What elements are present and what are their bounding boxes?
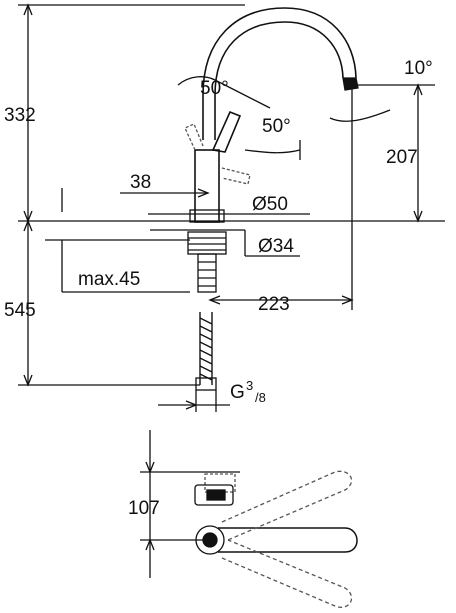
flexible-hose: [199, 312, 213, 385]
dim-base-diameter: Ø50: [252, 194, 288, 215]
faucet-base: [189, 209, 225, 223]
spout-outer: [202, 7, 357, 140]
arrow-deck-down: [23, 219, 33, 232]
spout-tip: [342, 77, 359, 91]
thread-arrow-left: [185, 400, 198, 410]
dim-plan-offset: 107: [128, 498, 160, 519]
dim-hole-diameter: Ø34: [258, 236, 294, 257]
lever-position-right: [221, 167, 251, 185]
dim-reach: 223: [258, 294, 290, 315]
dim-lever-distance: 38: [130, 172, 151, 193]
plan-lever: [194, 484, 234, 506]
spout-angle-arc: [329, 109, 391, 122]
reach-arrow-right: [341, 295, 354, 305]
elevation-view: [18, 3, 445, 412]
dim-thread-prefix: G: [230, 382, 245, 403]
faucet-lever: [211, 110, 242, 153]
plan-view: [140, 430, 358, 608]
angle-leader-left: [214, 79, 271, 109]
angle-arc-left: [177, 76, 216, 86]
dim-spout-height: 207: [386, 147, 418, 168]
lever-distance-arrow: [197, 188, 210, 198]
reach-arrow-left: [208, 295, 221, 305]
hose-connector: [195, 377, 217, 391]
arrow-207-top: [413, 83, 423, 96]
dim-lever-angle-right: 50°: [262, 116, 291, 137]
faucet-body: [194, 149, 220, 223]
hose-braid: [199, 317, 213, 381]
angle-arc-right: [244, 149, 301, 154]
dim-total-height-lower: 545: [4, 300, 36, 321]
spout-inner: [214, 21, 344, 140]
plan-lever-inner: [206, 489, 226, 501]
plan-arrow-top: [145, 461, 155, 474]
arrow-207-bottom: [413, 210, 423, 223]
plan-body-inner: [202, 532, 218, 548]
arrow-top: [23, 3, 33, 16]
plan-body-outer: [195, 525, 225, 555]
dim-lever-angle-left: 50°: [200, 78, 229, 99]
plan-spout-left: [221, 470, 353, 541]
plan-spout-right: [221, 539, 353, 608]
mounting-nut: [187, 231, 227, 255]
plan-spout: [218, 527, 358, 553]
plan-lever-hidden: [204, 473, 236, 493]
shank: [197, 253, 217, 293]
plan-arrow-bottom: [145, 538, 155, 551]
dim-thread-denominator: /8: [255, 390, 266, 405]
dim-spout-angle: 10°: [404, 58, 433, 79]
dim-thread-numerator: 3: [246, 378, 253, 393]
dim-total-height-upper: 332: [4, 105, 36, 126]
lever-position-left: [184, 123, 204, 151]
dim-max-thickness: max.45: [78, 269, 140, 290]
arrow-base: [23, 374, 33, 387]
